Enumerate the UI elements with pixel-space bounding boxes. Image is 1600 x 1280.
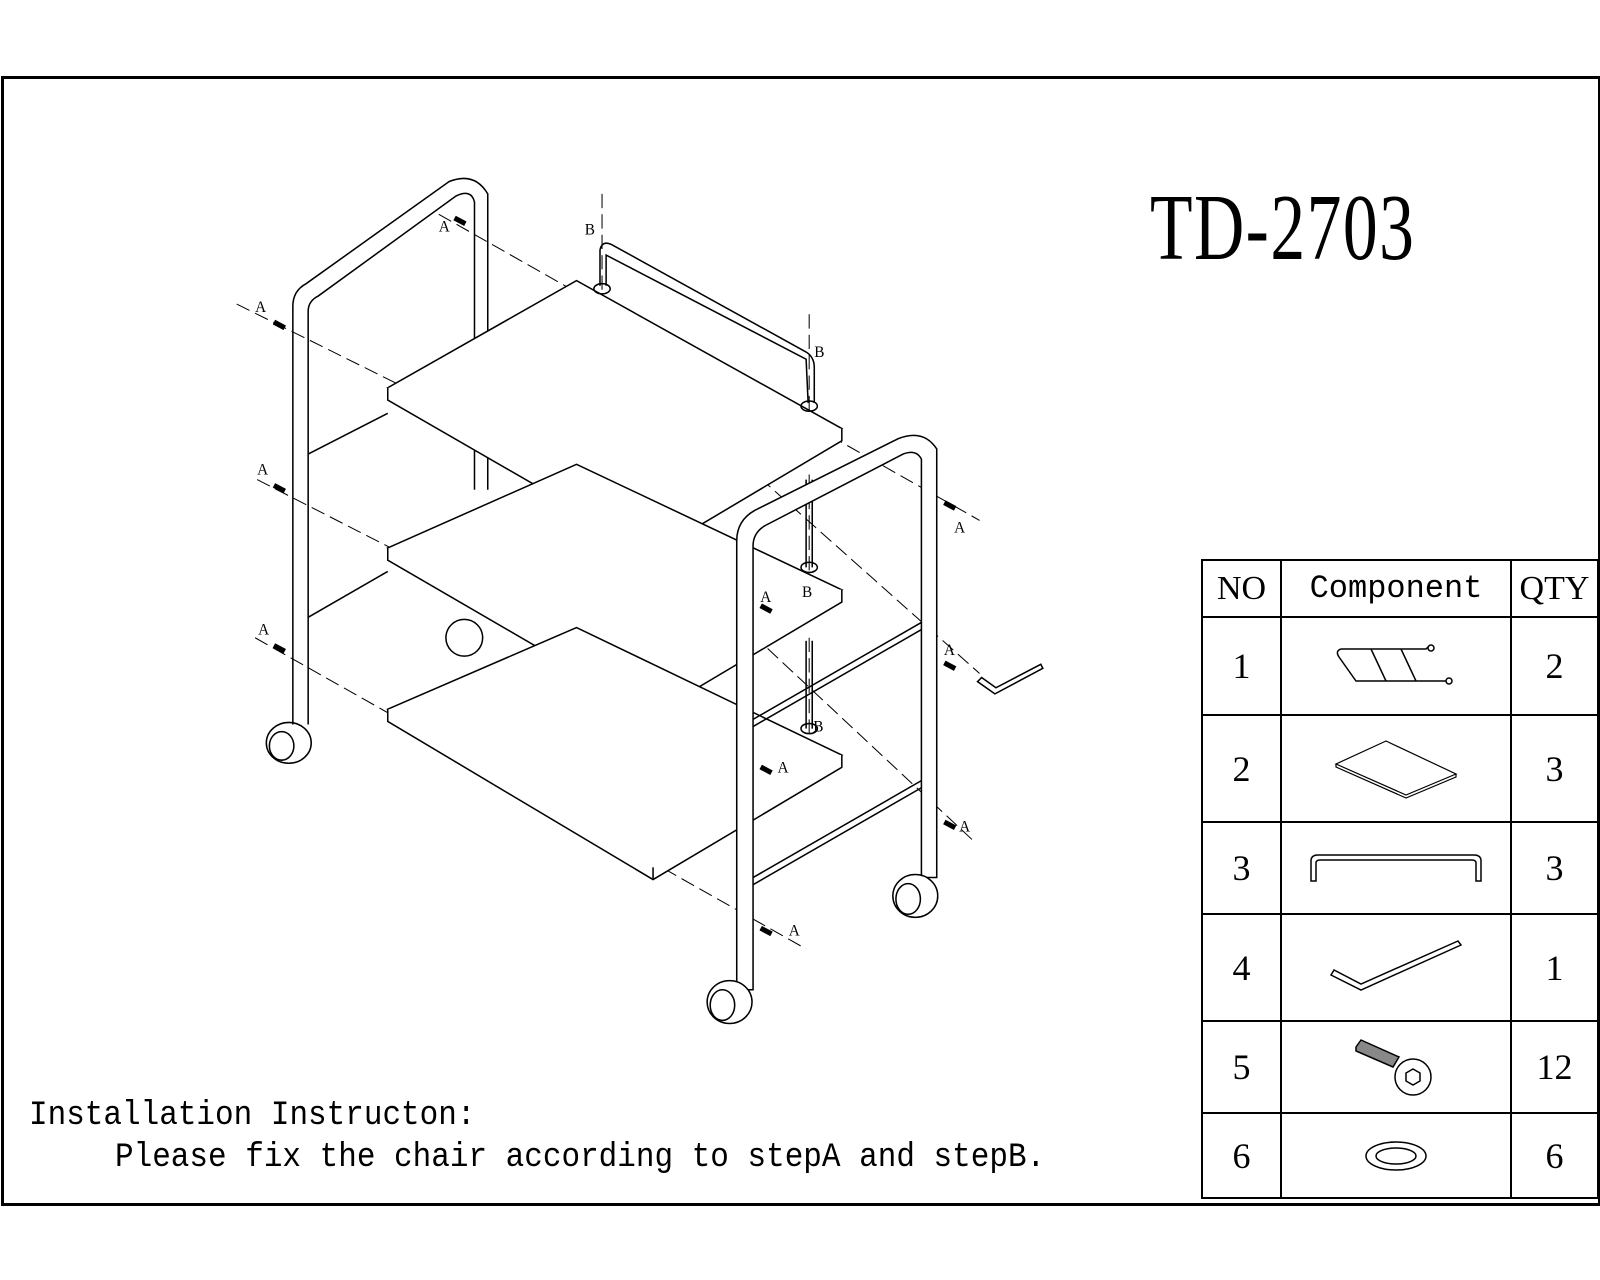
- screws: [272, 215, 957, 937]
- instructions-heading: Installation Instructon:: [29, 1095, 476, 1135]
- part-no: 4: [1201, 913, 1282, 1022]
- label-a: A: [789, 923, 800, 940]
- part-qty: 1: [1510, 913, 1599, 1022]
- table-row: 6 6: [1201, 1112, 1599, 1199]
- parts-table-header: NO Component QTY: [1201, 559, 1599, 618]
- part-no: 2: [1201, 714, 1282, 823]
- side-frame-icon: [1336, 644, 1453, 685]
- part-component: [1280, 913, 1512, 1022]
- part-component: [1280, 821, 1512, 915]
- part-component: [1280, 1112, 1512, 1199]
- model-title: TD-2703: [1150, 176, 1416, 280]
- u-bar-icon: [1310, 854, 1482, 882]
- label-a: A: [760, 589, 771, 606]
- label-a: A: [255, 299, 266, 316]
- washer-icon: [1365, 1140, 1427, 1171]
- sheet-border: [1, 76, 1600, 1206]
- part-qty: 2: [1510, 616, 1599, 716]
- part-no: 5: [1201, 1020, 1282, 1114]
- part-no: 1: [1201, 616, 1282, 716]
- part-component: [1280, 1020, 1512, 1114]
- table-row: 2 3: [1201, 714, 1599, 823]
- u-crossbar: [599, 242, 816, 404]
- part-no: 6: [1201, 1112, 1282, 1199]
- bolt-icon: [1355, 1038, 1432, 1096]
- shelves: [386, 279, 844, 881]
- label-a: A: [944, 642, 955, 659]
- label-a: A: [257, 461, 268, 478]
- table-row: 4 1: [1201, 913, 1599, 1022]
- part-no: 3: [1201, 821, 1282, 915]
- table-row: 1 2: [1201, 616, 1599, 716]
- left-side-frame: [265, 177, 489, 765]
- label-a: A: [778, 759, 789, 776]
- label-b: B: [814, 344, 824, 361]
- shelf-board-icon: [1334, 739, 1458, 799]
- header-qty: QTY: [1510, 559, 1599, 618]
- part-component: [1280, 714, 1512, 823]
- part-qty: 12: [1510, 1020, 1599, 1114]
- label-b: B: [813, 719, 823, 736]
- label-a: A: [439, 219, 450, 236]
- part-qty: 3: [1510, 821, 1599, 915]
- label-b: B: [585, 222, 595, 239]
- label-b: B: [802, 584, 812, 601]
- part-qty: 3: [1510, 714, 1599, 823]
- label-a: A: [954, 520, 965, 537]
- label-a: A: [258, 622, 269, 639]
- right-side-frame: [706, 434, 939, 1025]
- header-no: NO: [1201, 559, 1282, 618]
- label-a: A: [959, 819, 970, 836]
- part-qty: 6: [1510, 1112, 1599, 1199]
- table-row: 5 12: [1201, 1020, 1599, 1114]
- instructions-body: Please fix the chair according to stepA …: [115, 1137, 1046, 1177]
- allen-key: [976, 663, 1044, 695]
- header-component: Component: [1280, 559, 1512, 618]
- table-row: 3 3: [1201, 821, 1599, 915]
- part-component: [1280, 616, 1512, 716]
- allen-key-icon: [1329, 940, 1463, 991]
- parts-table: NO Component QTY 1 2 2 3 3 3 4 1 5 12: [1201, 559, 1599, 1199]
